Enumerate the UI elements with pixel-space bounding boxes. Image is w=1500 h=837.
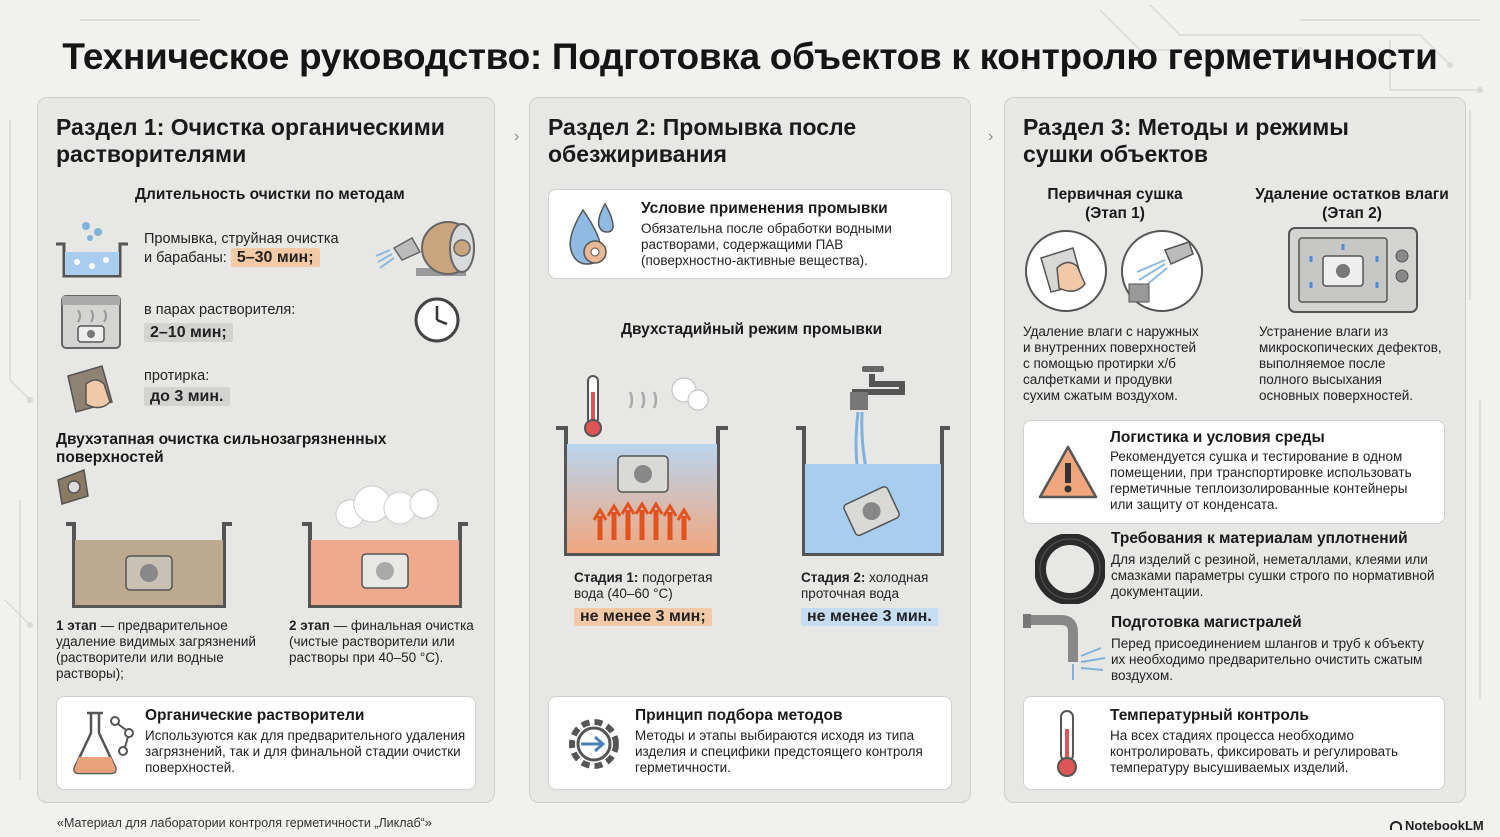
pipes-title: Подготовка магистралей [1111,614,1302,631]
seal-text: Для изделий с резиной, неметаллами, клея… [1111,552,1435,599]
section-3-panel: Раздел 3: Методы и режимы сушки объектов… [1004,97,1466,803]
warm-water-bath-icon [556,375,728,556]
method-1-text: Промывка, струйная очистка и барабаны: 5… [144,231,339,267]
brand-logo: NotebookLM [1390,818,1484,833]
section-2-title: Раздел 2: Промывка после обезжиривания [548,114,857,167]
method-2-time: 2–10 мин; [144,323,233,342]
pipes-text: Перед присоединением шлангов и труб к об… [1111,636,1424,683]
stage-2-wash-text: Стадия 2: холодная проточная вода не мен… [801,570,938,626]
spray-drum-icon [375,221,475,276]
wash-mode-heading: Двухстадийный режим промывки [621,321,883,338]
logistics-card: Логистика и условия среды Рекомендуется … [1023,420,1445,524]
method-2-text: в парах растворителя: 2–10 мин; [144,302,296,342]
vapor-chamber-icon [61,295,121,349]
temperature-control-card: Температурный контроль На всех стадиях п… [1023,696,1445,790]
brand-icon [1390,821,1402,830]
stage-2-bath-steam-icon [302,485,468,608]
two-stage-heading: Двухэтапная очистка сильнозагрязненных п… [56,431,387,466]
gear-icon [569,719,619,769]
stage-1-text: 1 этап — предварительное удаление видимы… [56,618,256,681]
stage-2-wash-time: не менее 3 мин. [801,608,938,626]
section-1-title: Раздел 1: Очистка органическими раствори… [56,114,445,167]
flask-molecule-icon [73,711,134,775]
drying-oven-icon [1288,227,1418,313]
bath-bubbles-icon [56,222,128,278]
section-3-title: Раздел 3: Методы и режимы сушки объектов [1023,114,1349,167]
stage-1-wash-text: Стадия 1: подогретая вода (40–60 °C) не … [574,570,713,626]
method-1-time: 5–30 мин; [230,248,320,267]
arrow-1-icon: › [514,128,520,145]
pipe-air-icon [1023,614,1106,680]
stage-2-text: 2 этап — финальная очистка (чистые раств… [289,618,474,665]
method-selection-card: Принцип подбора методов Методы и этапы в… [548,696,952,790]
cold-running-water-bath-icon [796,366,950,556]
primary-drying-heading: Первичная сушка (Этап 1) [1047,186,1183,222]
page-title: Техническое руководство: Подготовка объе… [62,36,1438,77]
section-1-panel: Раздел 1: Очистка органическими раствори… [37,97,495,803]
warning-icon [1038,445,1098,499]
wash-condition-card: Условие применения промывки Обязательна … [548,189,952,279]
wipe-cloth-icon [1025,230,1107,312]
durations-heading: Длительность очистки по методам [135,186,405,203]
section-2-panel: Раздел 2: Промывка после обезжиривания У… [529,97,971,803]
seal-ring-icon [1035,534,1105,604]
footer-note: «Материал для лаборатории контроля герме… [57,816,432,830]
secondary-drying-text: Устранение влаги из микроскопических деф… [1259,324,1442,403]
method-3-text: протирка: до 3 мин. [144,368,230,406]
clock-icon [414,297,460,343]
method-3-time: до 3 мин. [144,387,230,406]
seal-title: Требования к материалам уплотнений [1111,530,1408,547]
air-blow-icon [1121,230,1203,312]
primary-drying-text: Удаление влаги с наружных и внутренних п… [1023,324,1199,403]
secondary-drying-heading: Удаление остатков влаги (Этап 2) [1255,186,1449,222]
stage-1-bath-icon [57,468,232,608]
thermometer-icon [1057,710,1077,777]
wipe-hand-icon [67,365,113,413]
water-drops-icon [569,202,614,265]
stage-1-wash-time: не менее 3 мин; [574,608,712,626]
arrow-2-icon: › [988,128,994,145]
organic-solvents-card: Органические растворители Используются к… [56,696,476,790]
